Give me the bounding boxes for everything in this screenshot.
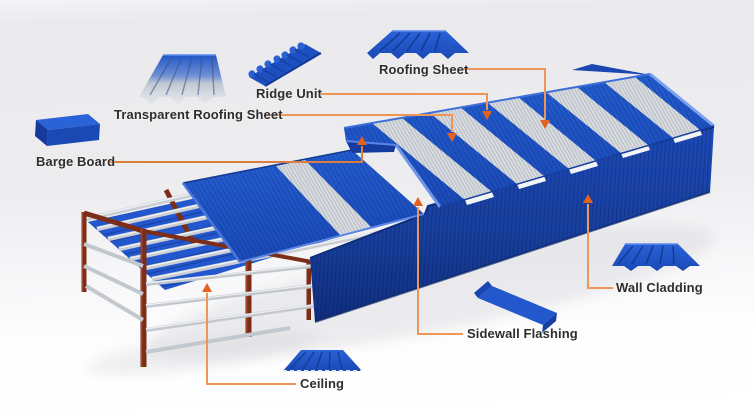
roof-trim [343, 72, 715, 208]
label-wall-cladding: Wall Cladding [616, 280, 703, 295]
main-roof [343, 72, 715, 208]
label-sidewall-flashing: Sidewall Flashing [467, 326, 578, 341]
part-icons [35, 30, 700, 372]
label-transparent-roofing-sheet: Transparent Roofing Sheet [114, 107, 283, 122]
label-barge-board: Barge Board [36, 154, 116, 169]
wall-cladding-leader-line [583, 194, 613, 289]
ridge-unit-icon [248, 42, 322, 87]
ridge-unit-leader-line [321, 93, 492, 120]
label-roofing-sheet: Roofing Sheet [379, 62, 469, 77]
wall-cladding-icon [612, 243, 700, 271]
barge-board-icon [35, 114, 100, 146]
ground-shadow [88, 224, 715, 375]
sidewall-flashing-icon [474, 281, 557, 333]
skylight-eave-glints [465, 130, 702, 205]
lower-roof [181, 149, 425, 263]
ceiling-leader-line [202, 283, 296, 385]
roofing-sheet-leader-line [463, 68, 550, 129]
transparent-roofing-sheet-leader-line [267, 114, 457, 142]
transparent-roofing-sheet-icon [139, 54, 226, 104]
lower-roof-skylight-stripe [276, 160, 372, 236]
label-ceiling: Ceiling [300, 376, 345, 391]
label-ridge-unit: Ridge Unit [256, 86, 322, 101]
sidewall-flashing-leader-line [413, 197, 463, 335]
barge-board-leader-line [110, 136, 367, 163]
roofing-sheet-icon [367, 30, 469, 59]
far-roof-slope [572, 64, 651, 75]
wall-girts [83, 242, 314, 354]
leader-lines [110, 68, 613, 385]
ceiling-icon [283, 350, 362, 372]
skylight-stripes [372, 77, 702, 205]
